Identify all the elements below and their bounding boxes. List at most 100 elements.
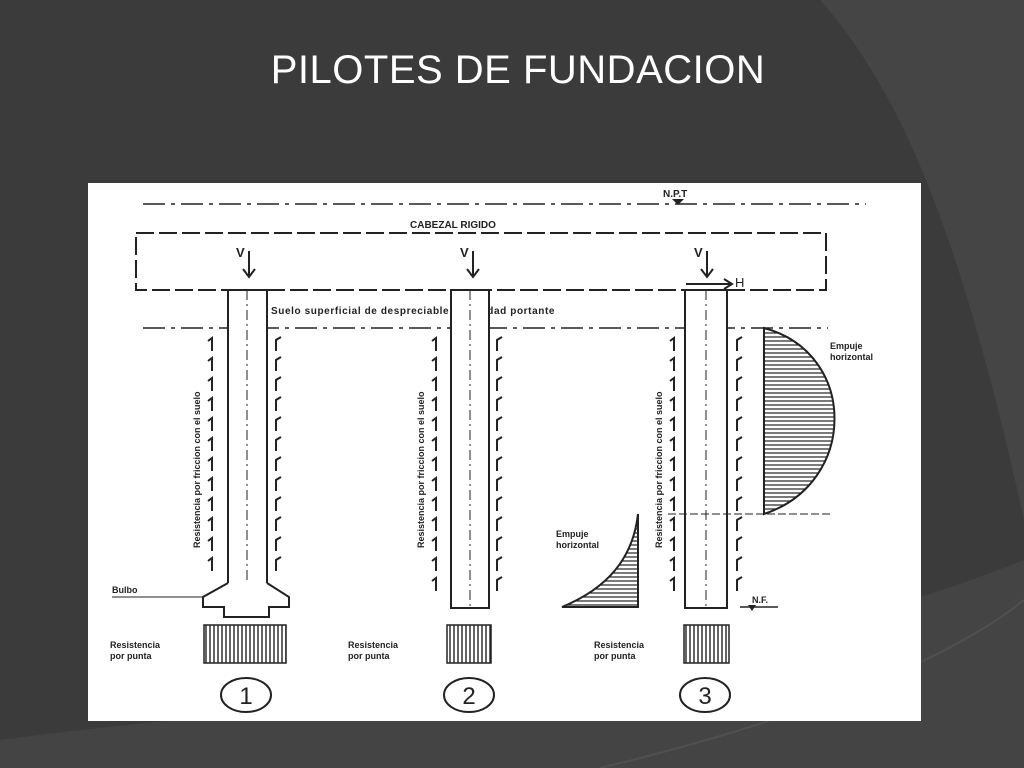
diagram-svg: N.P.T CABEZAL RIGIDO V V V H Suelo super… xyxy=(110,189,873,713)
friction-tick xyxy=(736,516,743,532)
friction-tick xyxy=(275,456,282,472)
load-arrow-2: V xyxy=(460,245,480,279)
svg-text:V: V xyxy=(236,245,245,260)
friction-tick xyxy=(431,577,437,592)
friction-tick xyxy=(275,376,282,392)
friction-tick xyxy=(275,436,282,452)
friction-tick xyxy=(496,336,503,352)
horizontal-load-arrow: H xyxy=(686,275,744,290)
svg-text:V: V xyxy=(694,245,703,260)
point-label-3: Resistencia por punta xyxy=(594,640,645,661)
friction-tick xyxy=(275,336,282,352)
friction-tick xyxy=(736,476,743,492)
friction-tick xyxy=(496,416,503,432)
pile-number-3: 3 xyxy=(679,677,731,713)
friction-tick xyxy=(207,417,213,432)
friction-tick xyxy=(496,536,503,552)
friction-tick xyxy=(736,436,743,452)
friction-tick xyxy=(736,496,743,512)
point-resistance-block-3 xyxy=(683,624,730,664)
svg-text:1: 1 xyxy=(239,683,252,710)
friction-tick xyxy=(736,576,743,592)
friction-tick xyxy=(207,357,213,372)
npt-label: N.P.T xyxy=(663,189,687,200)
friction-tick xyxy=(431,517,437,532)
friction-tick xyxy=(669,557,675,572)
pile-foundation-diagram: N.P.T CABEZAL RIGIDO V V V H Suelo super… xyxy=(88,183,921,721)
friction-tick xyxy=(496,476,503,492)
friction-tick xyxy=(275,516,282,532)
friction-tick xyxy=(736,336,743,352)
svg-text:Resistencia: Resistencia xyxy=(110,640,161,650)
friction-tick xyxy=(669,537,675,552)
svg-text:Empuje: Empuje xyxy=(830,341,863,351)
friction-tick xyxy=(669,497,675,512)
friction-tick xyxy=(431,537,437,552)
point-resistance-block-1 xyxy=(203,624,287,664)
friction-tick xyxy=(669,417,675,432)
friction-tick xyxy=(207,457,213,472)
friction-tick xyxy=(431,497,437,512)
svg-text:3: 3 xyxy=(698,683,711,710)
svg-text:V: V xyxy=(460,245,469,260)
friction-tick xyxy=(496,356,503,372)
slide-title: PILOTES DE FUNDACION xyxy=(270,48,766,92)
point-label-1: Resistencia por punta xyxy=(110,640,161,661)
friction-tick xyxy=(669,517,675,532)
svg-text:por punta: por punta xyxy=(110,651,152,661)
point-resistance-block-2 xyxy=(446,624,492,664)
friction-label-1: Resistencia por friccion con el suelo xyxy=(192,391,202,548)
friction-tick xyxy=(275,496,282,512)
friction-tick xyxy=(496,516,503,532)
friction-tick xyxy=(496,376,503,392)
friction-tick xyxy=(207,397,213,412)
friction-tick xyxy=(496,576,503,592)
svg-text:Resistencia: Resistencia xyxy=(348,640,399,650)
water-table-marker: N.F. xyxy=(740,595,778,611)
friction-tick xyxy=(669,357,675,372)
friction-tick xyxy=(496,436,503,452)
pile-3 xyxy=(684,289,728,609)
svg-text:N.F.: N.F. xyxy=(752,595,768,605)
friction-tick xyxy=(669,477,675,492)
friction-tick xyxy=(669,377,675,392)
friction-tick xyxy=(275,536,282,552)
friction-tick xyxy=(496,556,503,572)
friction-tick xyxy=(431,417,437,432)
friction-tick xyxy=(431,437,437,452)
friction-tick xyxy=(431,477,437,492)
friction-tick xyxy=(669,397,675,412)
bulb-label: Bulbo xyxy=(112,585,138,595)
thrust-diagram-lower: Empuje horizontal xyxy=(556,513,639,608)
friction-tick xyxy=(669,577,675,592)
friction-tick xyxy=(207,377,213,392)
friction-label-2: Resistencia por friccion con el suelo xyxy=(416,391,426,548)
svg-text:horizontal: horizontal xyxy=(830,352,873,362)
friction-tick xyxy=(207,517,213,532)
pile-1 xyxy=(202,289,290,618)
friction-tick xyxy=(207,477,213,492)
friction-tick xyxy=(736,416,743,432)
svg-text:2: 2 xyxy=(462,683,475,710)
friction-tick xyxy=(207,537,213,552)
svg-text:H: H xyxy=(735,275,744,290)
pile-number-2: 2 xyxy=(443,677,495,713)
friction-tick xyxy=(736,456,743,472)
friction-tick xyxy=(736,396,743,412)
friction-tick xyxy=(431,397,437,412)
friction-tick xyxy=(207,497,213,512)
friction-tick xyxy=(431,557,437,572)
friction-tick xyxy=(207,557,213,572)
pile-number-1: 1 xyxy=(220,677,272,713)
friction-tick xyxy=(669,457,675,472)
cap-label: CABEZAL RIGIDO xyxy=(410,220,496,231)
load-arrow-3: V xyxy=(694,245,714,279)
npt-marker xyxy=(672,199,684,205)
friction-tick xyxy=(736,356,743,372)
svg-text:Empuje: Empuje xyxy=(556,529,589,539)
load-arrow-1: V xyxy=(236,245,256,279)
friction-tick xyxy=(736,556,743,572)
soil-label: Suelo superficial de despreciable capasi… xyxy=(271,306,555,317)
friction-tick xyxy=(496,496,503,512)
friction-tick xyxy=(496,456,503,472)
